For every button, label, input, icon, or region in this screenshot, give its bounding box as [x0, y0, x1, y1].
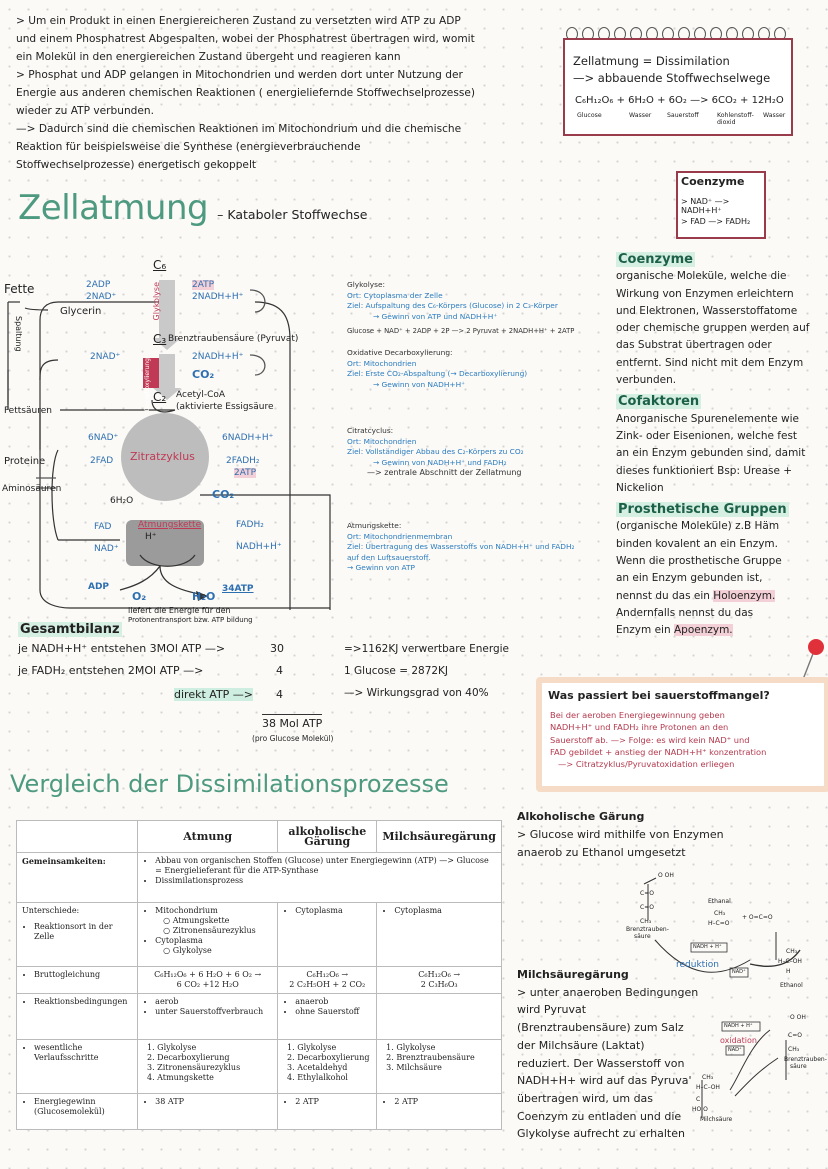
note-citratcyclus: Citratcyclus: Ort: Mitochondrien Ziel: V…	[347, 426, 524, 477]
side-definitions: Coenzyme organische Moleküle, welche die…	[616, 252, 810, 637]
intro-text: > Um ein Produkt in einen Energiereicher…	[16, 15, 476, 171]
vergleich-title: Vergleich der Dissimilationsprozesse	[10, 770, 449, 798]
comparison-table: Atmung alkoholische Gärung Milchsäuregär…	[15, 820, 502, 1130]
milchsaeuregaerung: Milchsäuregärung > unter anaeroben Bedin…	[517, 968, 699, 1141]
sauerstoffmangel-card: Was passiert bei sauerstoffmangel? Bei d…	[536, 677, 828, 792]
gesamtbilanz: Gesamtbilanz je NADH+H⁺ entstehen 3MOl A…	[18, 622, 334, 743]
pin-icon	[801, 639, 824, 683]
fermentation-structures	[643, 877, 801, 1118]
structure-labels: O OH C=O C=O CH₃ Brenztrauben- säure Eth…	[626, 872, 827, 1123]
dissimilation-card: Zellatmung = Dissimilation —> abbauende …	[563, 38, 793, 136]
diagram-labels: C₆ Glykolyse C₃ Brenztraubensäure (Pyruv…	[2, 258, 299, 624]
page-title: Zellatmung – Kataboler Stoffwechse	[18, 188, 368, 228]
note-atmungskette: Atmungskette: Ort: Mitochondrienmembran …	[347, 521, 575, 572]
cellular-respiration-diagram	[7, 280, 331, 610]
note-glykolyse: Glykolyse: Ort: Cytoplasma der Zelle Zie…	[347, 280, 575, 335]
note-oxidative-decarboxylierung: Oxidative Decarboxylierung: Ort: Mitocho…	[347, 348, 528, 389]
alkoholische-gaerung: Alkoholische Gärung > Glucose wird mithi…	[517, 810, 724, 859]
coenzyme-box: Coenzyme > NAD⁺ —> NADH+H⁺ > FAD —> FADH…	[676, 171, 766, 239]
